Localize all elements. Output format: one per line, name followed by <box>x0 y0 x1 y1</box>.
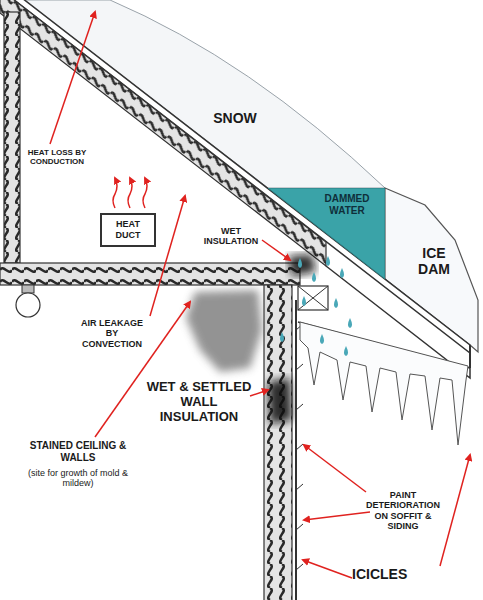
region-label: SNOW <box>205 110 265 126</box>
node-text: HEAT DUCT <box>107 219 149 241</box>
callout-label: WET INSULATION <box>198 226 264 247</box>
callout-label: STAINED CEILING & WALLS <box>24 440 132 463</box>
duct-box: HEAT DUCT <box>100 213 156 247</box>
callout-label: WET & SETTLED WALL INSULATION <box>146 380 252 425</box>
callout-label: PAINT DETERIORATION ON SOFFIT & SIDING <box>362 490 444 531</box>
callout-label: AIR LEAKAGE BY CONVECTION <box>75 318 149 349</box>
dammed-water-triangle: DAMMED WATER <box>268 188 385 279</box>
callout-label: ICICLES <box>352 566 442 582</box>
node-text: DAMMED WATER <box>312 193 382 216</box>
callout-label: HEAT LOSS BY CONDUCTION <box>26 148 88 166</box>
region-label: ICE DAM <box>410 245 458 277</box>
note-text: (site for growth of mold & mildew) <box>24 468 132 489</box>
